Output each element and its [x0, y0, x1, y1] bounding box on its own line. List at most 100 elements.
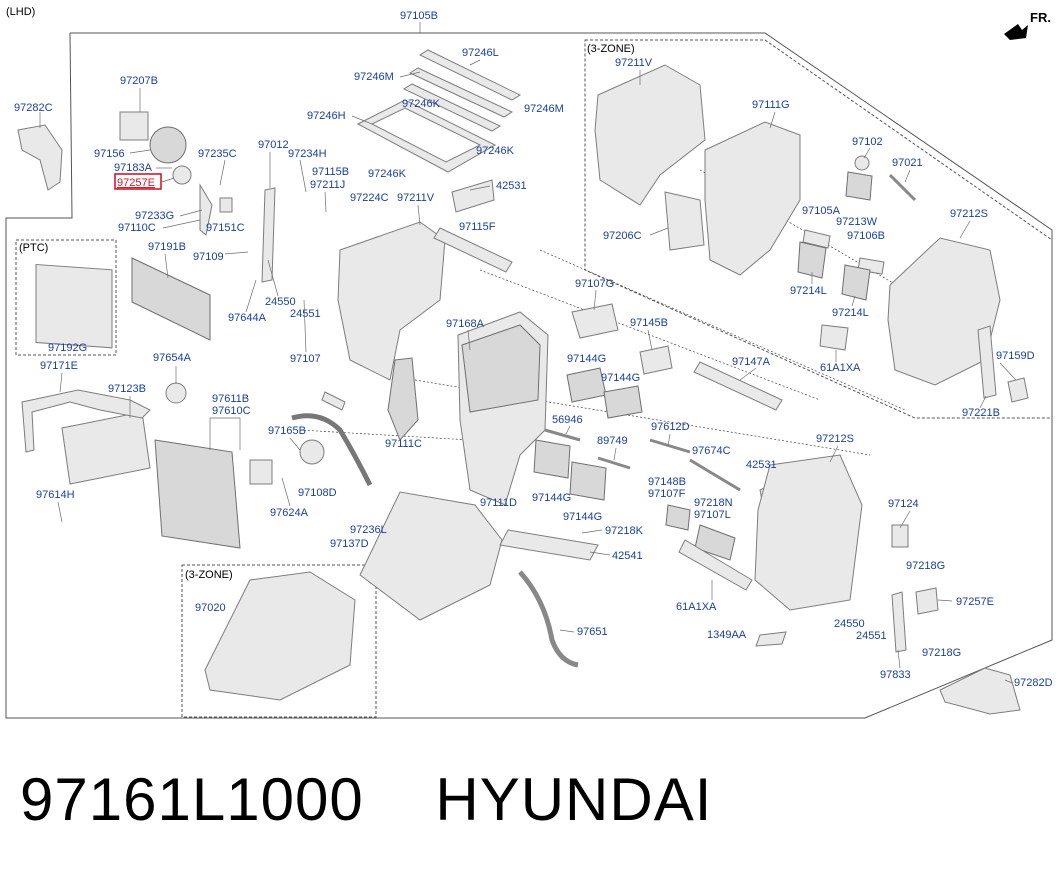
callout[interactable]: 97246L	[462, 47, 499, 59]
callout[interactable]: 97233G	[135, 210, 174, 222]
callout[interactable]: 42541	[612, 550, 643, 562]
callout[interactable]: 97214L	[790, 285, 827, 297]
callout[interactable]: 97644A	[228, 312, 267, 324]
callout[interactable]: 97234H	[288, 148, 327, 160]
callout[interactable]: 97123B	[108, 383, 146, 395]
callout[interactable]: 97107	[290, 353, 321, 365]
callout[interactable]: 97107L	[694, 509, 731, 521]
callout[interactable]: 97165B	[268, 425, 306, 437]
callout[interactable]: 61A1XA	[676, 601, 717, 613]
callout[interactable]: 97124	[888, 498, 919, 510]
callout[interactable]: 97218G	[922, 647, 961, 659]
callout[interactable]: 97235C	[198, 148, 237, 160]
callout[interactable]: 1349AA	[707, 629, 747, 641]
callout[interactable]: 97105A	[802, 205, 841, 217]
callout[interactable]: 97111D	[480, 497, 517, 509]
callout[interactable]: 97610C	[212, 405, 251, 417]
callout[interactable]: 97224C	[350, 192, 389, 204]
callout[interactable]: 97218G	[906, 560, 945, 572]
callout[interactable]: 42531	[746, 459, 777, 471]
callout[interactable]: 97012	[258, 139, 289, 151]
callout[interactable]: 97246K	[368, 168, 407, 180]
callout[interactable]: 97211J	[310, 179, 345, 191]
callout[interactable]: 24551	[290, 308, 321, 320]
callout[interactable]: 97191B	[148, 241, 186, 253]
callout[interactable]: 97833	[880, 669, 911, 681]
callout[interactable]: 97612D	[651, 421, 690, 433]
callout[interactable]: 89749	[597, 435, 628, 447]
lower-case	[359, 491, 503, 621]
callout[interactable]: 97144G	[567, 353, 606, 365]
callout[interactable]: 97614H	[36, 489, 75, 501]
ptc-group	[15, 239, 117, 356]
callout[interactable]: 97144G	[563, 511, 602, 523]
callout[interactable]: 97214L	[832, 307, 869, 319]
callout[interactable]: 24550	[265, 296, 296, 308]
callout[interactable]: 24550	[834, 618, 865, 630]
callout[interactable]: 97213W	[836, 216, 878, 228]
callout[interactable]: 97021	[892, 157, 923, 169]
callout[interactable]: 97137D	[330, 538, 369, 550]
door-97214l-1	[797, 241, 827, 279]
callout[interactable]: 24551	[856, 630, 887, 642]
callout[interactable]: 97151C	[206, 222, 245, 234]
callout[interactable]: 97246K	[476, 145, 515, 157]
callout[interactable]: 97109	[193, 251, 224, 263]
callout[interactable]: 97108D	[298, 487, 337, 499]
callout[interactable]: 97159D	[996, 350, 1035, 362]
callout[interactable]: 97282C	[14, 102, 53, 114]
callout[interactable]: 97246M	[524, 103, 564, 115]
filter-97115f	[433, 227, 513, 273]
callout[interactable]: 97212S	[950, 208, 988, 220]
callout[interactable]: 97282D	[1014, 677, 1053, 689]
callout[interactable]: 97144G	[601, 372, 640, 384]
callout[interactable]: 42531	[496, 180, 527, 192]
callout[interactable]: 97246H	[307, 110, 346, 122]
callout[interactable]: 97171E	[40, 360, 78, 372]
callout[interactable]: 97168A	[446, 318, 485, 330]
callout[interactable]: 97148B	[648, 476, 686, 488]
callout[interactable]: 97115F	[459, 221, 496, 233]
callout[interactable]: 97218N	[694, 497, 733, 509]
callout[interactable]: 97115B	[312, 166, 349, 178]
callout[interactable]: 97102	[852, 136, 883, 148]
callout[interactable]: 97111C	[385, 438, 422, 450]
callout[interactable]: 61A1XA	[820, 362, 861, 374]
duct-97111c	[387, 357, 419, 441]
callout[interactable]: 97192G	[48, 342, 87, 354]
callout[interactable]: 97246M	[354, 71, 394, 83]
callout[interactable]: 97110C	[118, 222, 156, 234]
callout[interactable]: 97147A	[732, 356, 771, 368]
assembly-frame	[5, 32, 1053, 719]
callout[interactable]: 97207B	[120, 75, 158, 87]
callout[interactable]: 97145B	[630, 317, 668, 329]
callout[interactable]: 97211V	[397, 192, 435, 204]
drain-hose	[291, 413, 373, 487]
callout[interactable]: 97651	[577, 626, 608, 638]
callout[interactable]: 97611B	[212, 393, 249, 405]
callout[interactable]: 97183A	[114, 162, 153, 174]
part-97206c	[664, 191, 705, 251]
callout[interactable]: 97674C	[692, 445, 731, 457]
callout[interactable]: 97257E	[956, 596, 994, 608]
callout[interactable]: 97221B	[962, 407, 1000, 419]
callout[interactable]: 97654A	[153, 352, 192, 364]
callout[interactable]: 97020	[195, 602, 226, 614]
assembly-label[interactable]: 97105B	[400, 10, 438, 22]
callout[interactable]: 97246K	[402, 98, 441, 110]
callout[interactable]: 97156	[94, 148, 125, 160]
leader-lines	[39, 59, 1017, 684]
callout[interactable]: 97106B	[847, 230, 885, 242]
callout[interactable]: 97218K	[605, 525, 644, 537]
callout[interactable]: 97111G	[752, 99, 790, 111]
callout[interactable]: 97107G	[575, 278, 614, 290]
callout[interactable]: 56946	[552, 414, 583, 426]
callout[interactable]: 97107F	[648, 488, 686, 500]
callout[interactable]: 97624A	[270, 507, 309, 519]
selected-part-callout[interactable]: 97257E	[117, 177, 155, 189]
callout[interactable]: 97144G	[532, 492, 571, 504]
callout[interactable]: 97211V	[615, 57, 653, 69]
callout[interactable]: 97212S	[816, 433, 854, 445]
callout[interactable]: 97206C	[603, 230, 642, 242]
callout[interactable]: 97236L	[350, 524, 387, 536]
